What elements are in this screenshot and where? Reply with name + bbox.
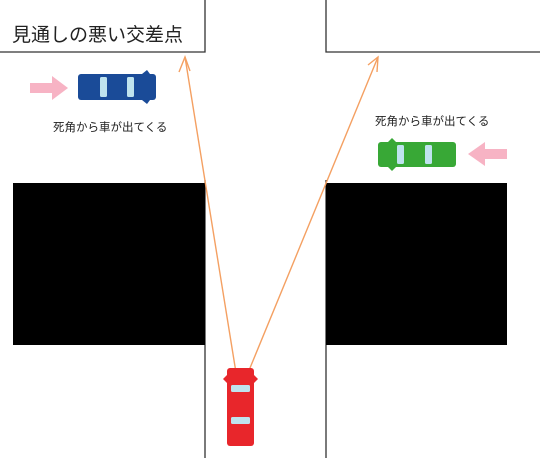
right-caption: 死角から車が出てくる <box>375 114 489 128</box>
sight-arrowhead-right <box>367 55 379 73</box>
building-bottom-left <box>13 183 205 345</box>
arrow-right-icon <box>30 76 68 100</box>
left-caption: 死角から車が出てくる <box>53 120 167 134</box>
car-right <box>378 138 456 171</box>
sight-line-left <box>184 56 239 386</box>
self-car <box>223 368 258 446</box>
building-bottom-right <box>326 183 507 345</box>
car-left <box>78 70 156 104</box>
sight-line-right <box>242 56 379 386</box>
arrow-left-icon <box>468 142 507 166</box>
approaching-car-left-group: 死角から車が出てくる <box>30 70 167 134</box>
approaching-car-right-group: 死角から車が出てくる <box>375 114 507 171</box>
diagram-title: 見通しの悪い交差点 <box>12 24 183 46</box>
road-edge-top-right <box>325 0 540 53</box>
road-edge-top-left <box>0 0 206 53</box>
sight-arrowhead-left <box>178 55 191 73</box>
sight-lines <box>178 55 379 386</box>
